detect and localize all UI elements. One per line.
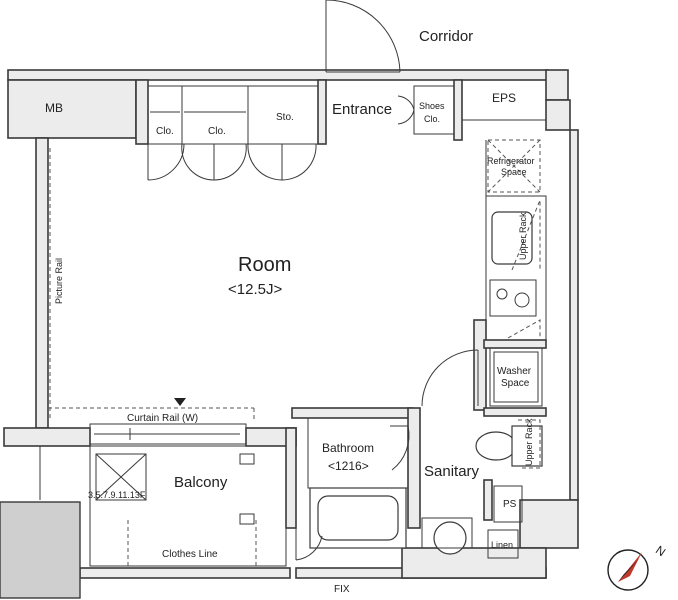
bathroom-size-label: <1216> bbox=[328, 459, 369, 473]
upper-rack-kitchen-label: Upper Rack bbox=[518, 212, 528, 260]
closets bbox=[147, 85, 319, 181]
balcony-door-icon bbox=[295, 528, 323, 561]
ps-box bbox=[493, 485, 523, 523]
sanitary-label: Sanitary bbox=[424, 463, 480, 480]
basin-icon bbox=[433, 521, 467, 555]
refrigerator-label: Refrigerator bbox=[487, 156, 535, 166]
refrigerator-space-label: Space bbox=[501, 167, 527, 177]
eps-box bbox=[461, 79, 547, 121]
sanitary-door bbox=[421, 349, 479, 407]
shoes-clo-label: Clo. bbox=[424, 114, 440, 124]
hatch-icon bbox=[95, 453, 147, 501]
floors-label: 3.5.7.9.11.13F bbox=[88, 490, 146, 500]
corridor-label: Corridor bbox=[419, 28, 473, 45]
curtain-rail-label: Curtain Rail (W) bbox=[127, 413, 198, 424]
entrance-label: Entrance bbox=[332, 101, 392, 118]
linen-label: Linen bbox=[491, 540, 513, 550]
walls bbox=[0, 69, 579, 599]
curtain-marker-icon bbox=[174, 398, 186, 406]
mb-label: MB bbox=[45, 101, 63, 115]
balcony bbox=[39, 445, 287, 567]
balcony-window bbox=[89, 423, 247, 445]
balcony-label: Balcony bbox=[174, 474, 228, 491]
clothes-line-label: Clothes Line bbox=[162, 549, 218, 560]
fix-label: FIX bbox=[334, 584, 350, 595]
eps-label: EPS bbox=[492, 91, 516, 105]
upper-rack-sanitary-label: Upper Rack bbox=[524, 418, 534, 466]
refrigerator-space bbox=[487, 139, 541, 193]
bathroom-label: Bathroom bbox=[322, 441, 374, 455]
clo-2-label: Clo. bbox=[208, 126, 226, 137]
ps-label: PS bbox=[503, 499, 517, 510]
balcony-partition bbox=[0, 501, 81, 599]
entrance-door bbox=[325, 0, 401, 73]
room-label: Room bbox=[238, 254, 291, 276]
bathroom bbox=[307, 417, 410, 549]
clo-1-label: Clo. bbox=[156, 126, 174, 137]
sink-icon bbox=[491, 211, 533, 265]
mb-block bbox=[7, 79, 137, 139]
picture-rail-label: Picture Rail bbox=[54, 258, 64, 304]
toilet-icon bbox=[475, 431, 517, 461]
linen-box bbox=[487, 529, 519, 559]
shoes-label: Shoes bbox=[419, 101, 445, 111]
sanitary bbox=[421, 419, 543, 559]
compass-icon bbox=[607, 549, 649, 591]
sto-label: Sto. bbox=[276, 112, 294, 123]
curtain-rail bbox=[48, 398, 255, 420]
washer-space bbox=[489, 347, 543, 407]
washer-label: Washer bbox=[497, 366, 532, 377]
north-label: N bbox=[653, 543, 668, 559]
room-size-label: <12.5J> bbox=[228, 281, 282, 298]
stove-icon bbox=[489, 279, 537, 317]
kitchen bbox=[485, 195, 547, 341]
washer-space-label: Space bbox=[501, 378, 530, 389]
